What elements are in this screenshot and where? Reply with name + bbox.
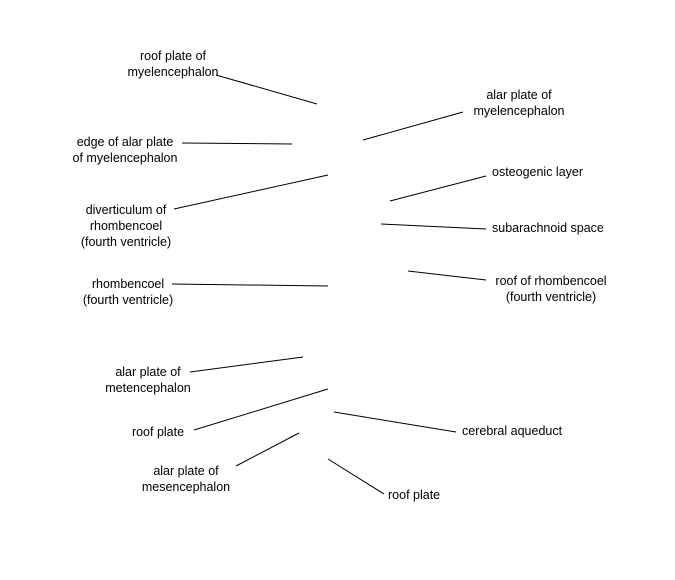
- leader-line-roof-plate-2: [327, 458, 385, 495]
- label-roof-plate-myelencephalon: roof plate of myelencephalon: [127, 49, 219, 79]
- label-alar-plate-metencephalon: alar plate of metencephalon: [105, 365, 191, 395]
- leader-line-subarachnoid-space: [380, 223, 487, 230]
- leader-line-rhombencoel: [171, 283, 329, 287]
- label-osteogenic-layer: osteogenic layer: [492, 165, 584, 179]
- label-roof-plate-1: roof plate: [131, 425, 185, 439]
- leader-line-osteogenic-layer: [389, 175, 487, 202]
- leader-line-diverticulum: [173, 174, 329, 210]
- label-diverticulum: diverticulum of rhombencoel (fourth vent…: [80, 203, 172, 249]
- leader-line-alar-plate-mesencephalon: [235, 432, 300, 467]
- label-edge-alar-plate: edge of alar plate of myelencephalon: [72, 135, 178, 165]
- leader-line-roof-plate-myelencephalon: [215, 74, 318, 105]
- label-roof-of-rhombencoel: roof of rhombencoel (fourth ventricle): [495, 274, 607, 304]
- label-subarachnoid-space: subarachnoid space: [492, 221, 604, 235]
- leader-line-alar-plate-metencephalon: [189, 356, 304, 373]
- label-rhombencoel: rhombencoel (fourth ventricle): [82, 277, 174, 307]
- leader-line-edge-alar-plate: [181, 142, 293, 145]
- label-cerebral-aqueduct: cerebral aqueduct: [462, 424, 563, 438]
- leader-line-cerebral-aqueduct: [333, 411, 457, 433]
- leader-line-alar-plate-myelencephalon: [362, 111, 464, 141]
- label-alar-plate-mesencephalon: alar plate of mesencephalon: [141, 464, 231, 494]
- label-roof-plate-2: roof plate: [388, 488, 441, 502]
- leader-line-roof-plate-1: [193, 388, 329, 431]
- label-alar-plate-myelencephalon: alar plate of myelencephalon: [473, 88, 565, 118]
- leader-line-roof-of-rhombencoel: [407, 270, 487, 281]
